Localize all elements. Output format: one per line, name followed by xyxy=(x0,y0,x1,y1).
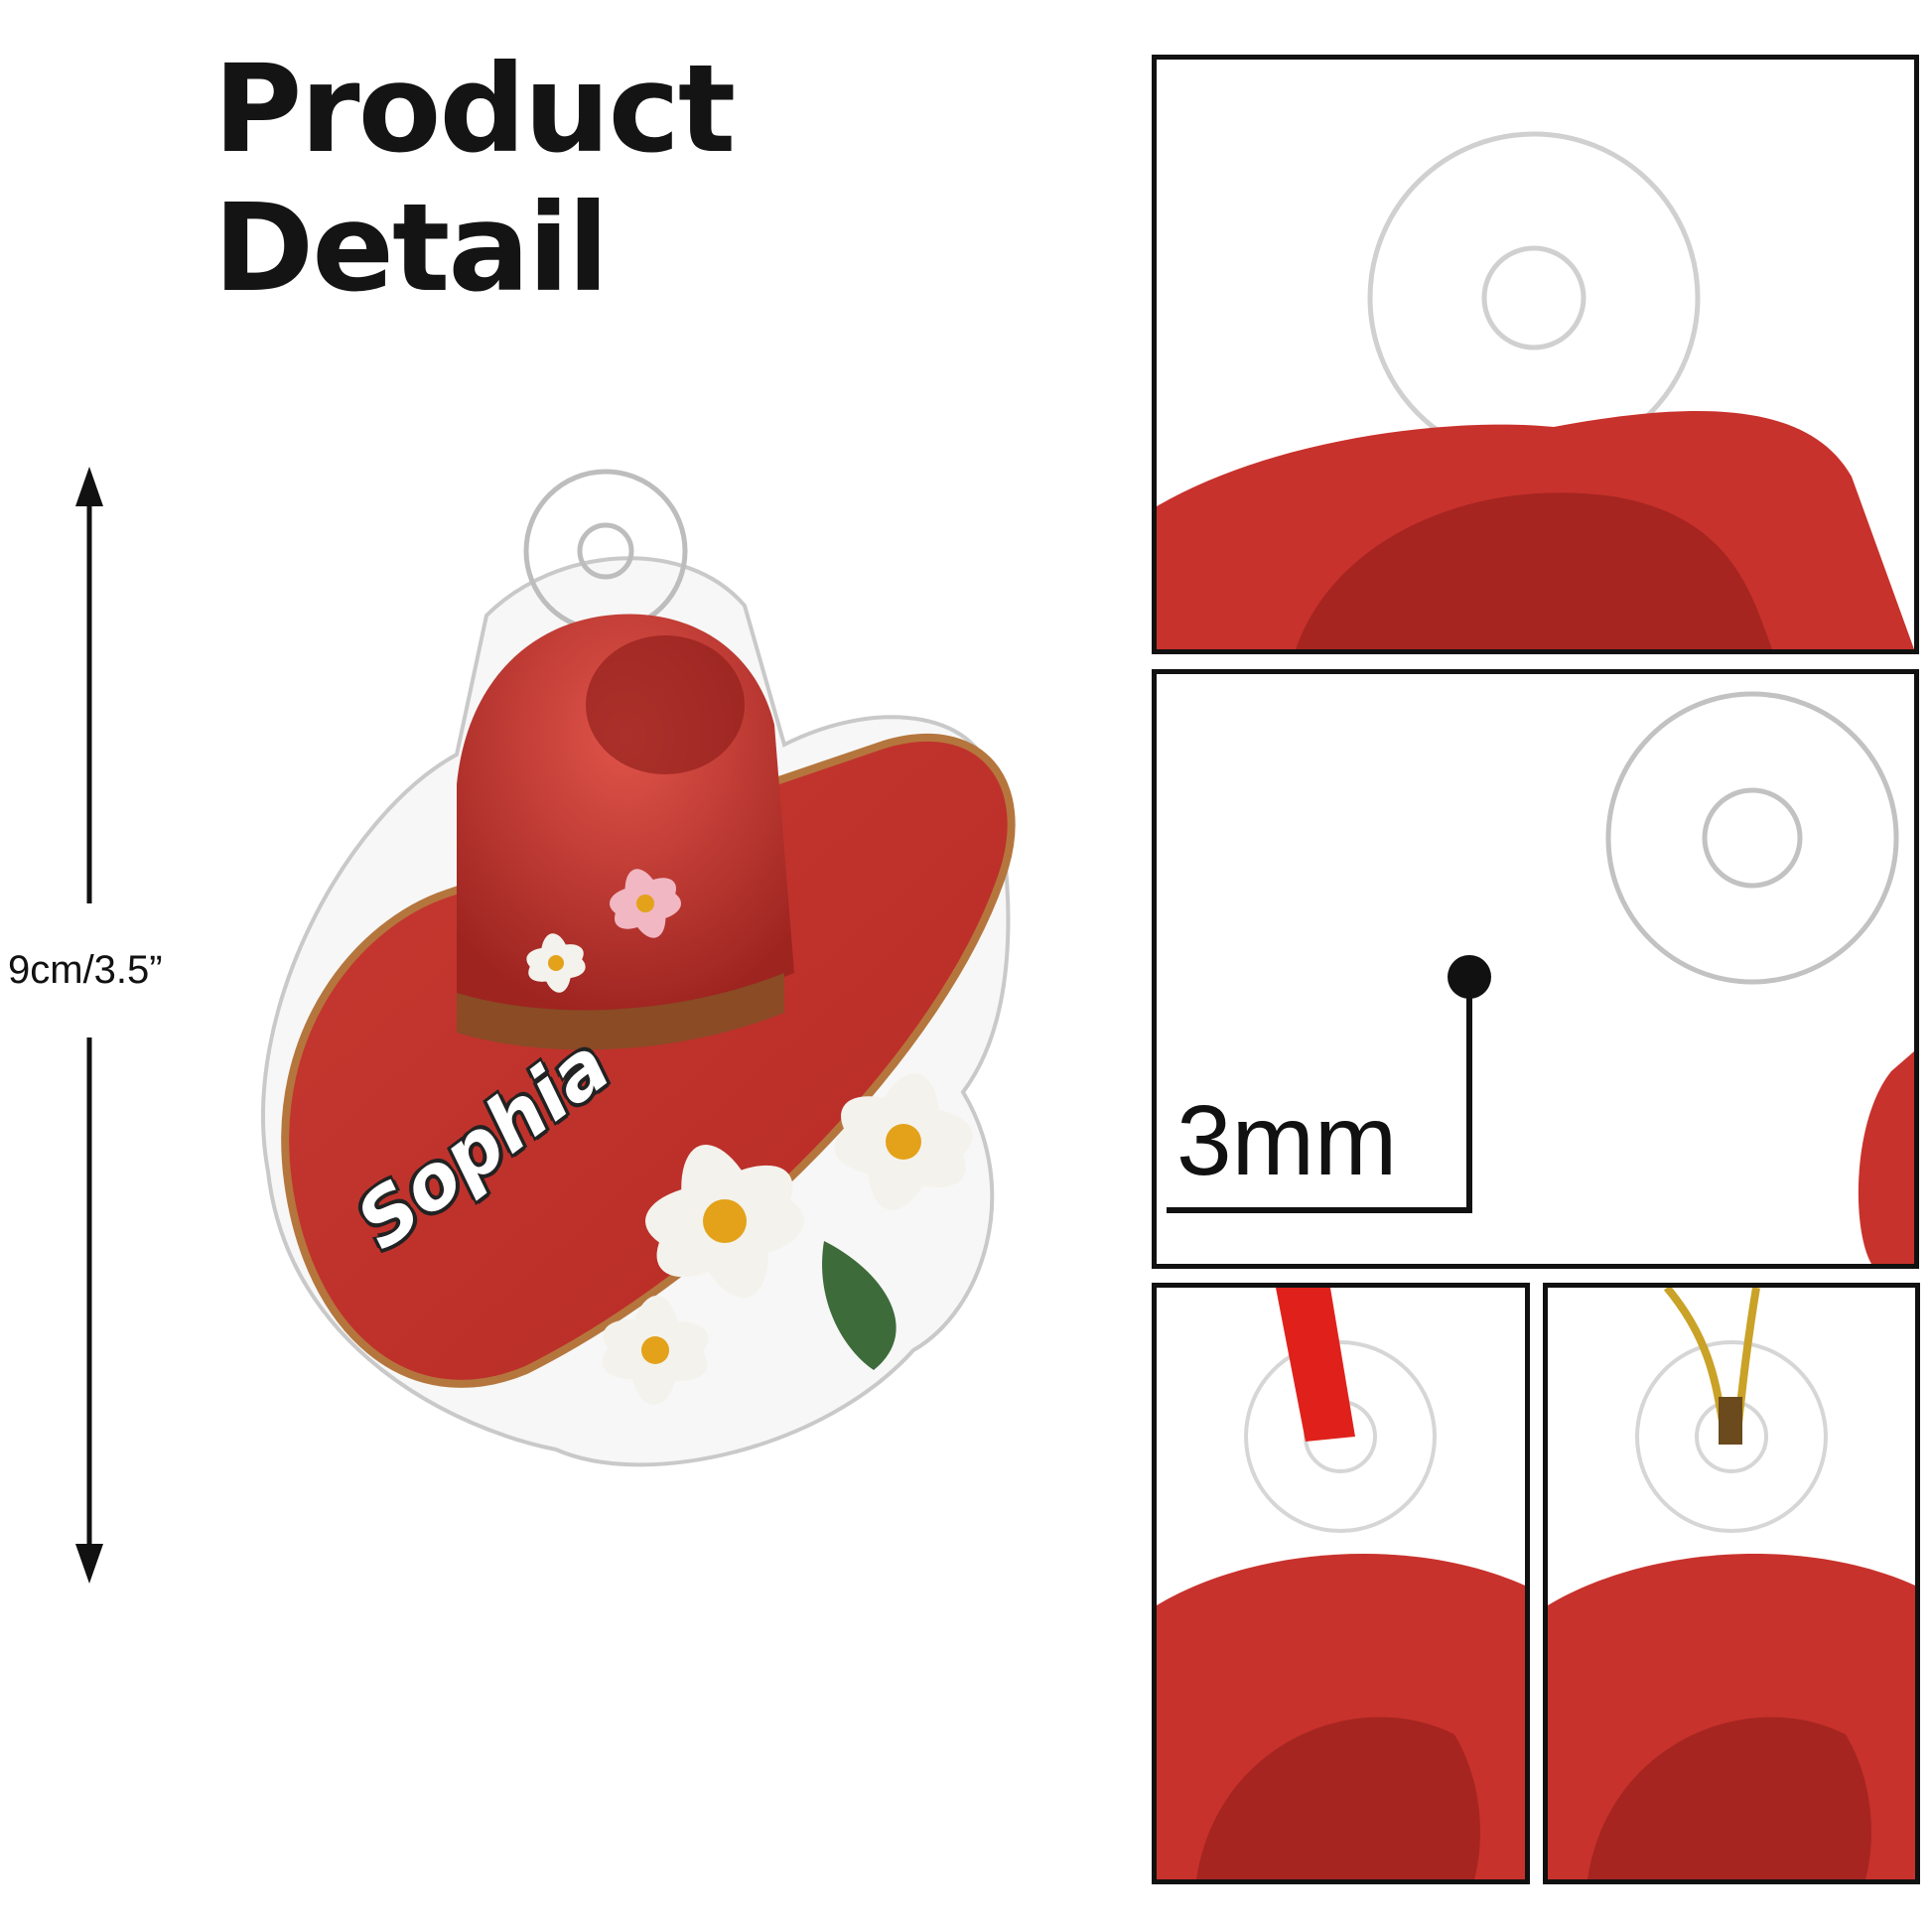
detail-panel-ring-closeup xyxy=(1152,55,1919,654)
thickness-label: 3mm xyxy=(1176,1085,1398,1196)
crown-dent xyxy=(586,635,745,774)
hat-ornament-image xyxy=(261,469,1016,1467)
hanging-hole xyxy=(577,522,634,580)
detail-panel-thickness: 3mm xyxy=(1152,669,1919,1269)
hat-band xyxy=(457,973,784,1050)
dimension-label: 9cm/3.5” xyxy=(8,948,163,992)
dimension-arrow xyxy=(75,467,103,1584)
detail-panel-gold-cord xyxy=(1543,1283,1920,1884)
page-title: Product Detail xyxy=(213,39,736,319)
flower-bouquet xyxy=(526,869,973,1405)
arrow-head-bottom xyxy=(75,1544,103,1584)
arrow-head-top xyxy=(75,467,103,506)
detail-panel-red-ribbon xyxy=(1152,1283,1530,1884)
